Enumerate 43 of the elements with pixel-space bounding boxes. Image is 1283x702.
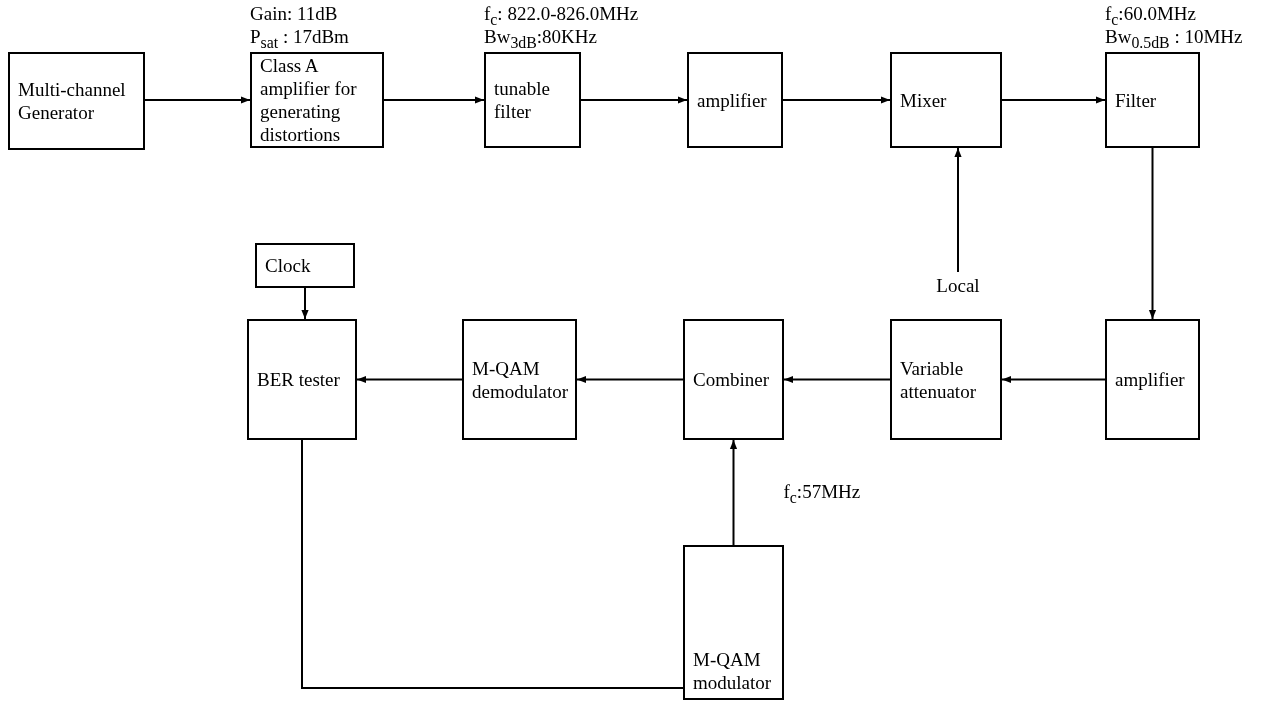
block-label: M-QAM demodulator	[472, 356, 569, 403]
arrow	[954, 147, 962, 273]
block-label: Clock	[265, 254, 311, 277]
filter-box	[484, 52, 581, 148]
mixer-box	[890, 52, 1002, 148]
block-label: tunable filter	[494, 77, 551, 123]
block-label: Variable attenuator	[900, 356, 977, 403]
tester-box	[247, 319, 357, 440]
spec-note: Gain: 11dB	[250, 2, 338, 25]
connector-line	[301, 439, 684, 689]
block-label: BER tester	[257, 368, 340, 391]
amplifier-box	[687, 52, 783, 148]
arrow	[580, 96, 688, 104]
arrow	[783, 375, 891, 384]
block-label: M-QAM modulator	[693, 648, 773, 694]
combiner-box	[683, 319, 784, 440]
modulator-box	[683, 545, 784, 700]
generator-box	[8, 52, 145, 150]
block-label: amplifier	[697, 88, 767, 112]
block-label: Multi-channel Generator	[18, 78, 127, 124]
attenuator-box	[890, 319, 1002, 440]
amplifier-box	[250, 52, 384, 148]
arrow	[782, 96, 891, 104]
demodulator-box	[462, 319, 577, 440]
arrow	[301, 287, 309, 320]
signal-label: Local	[936, 273, 980, 297]
arrow	[144, 96, 251, 104]
arrow	[356, 375, 463, 384]
arrow	[576, 375, 684, 384]
arrow	[729, 439, 738, 546]
arrow	[1001, 375, 1106, 384]
block-label: amplifier	[1115, 368, 1185, 391]
arrow	[1001, 96, 1106, 104]
block-label: Class A amplifier for generating distortions	[260, 54, 358, 146]
filter-box	[1105, 52, 1200, 148]
block-label: Combiner	[693, 368, 769, 391]
arrow	[383, 96, 485, 104]
block-label: Mixer	[900, 88, 947, 112]
block-label: Filter	[1115, 88, 1157, 112]
clock-box	[255, 243, 355, 288]
amplifier-box	[1105, 319, 1200, 440]
arrow	[1148, 147, 1157, 320]
spec-note: P$_{sat}$ : 17dBm	[250, 25, 349, 53]
